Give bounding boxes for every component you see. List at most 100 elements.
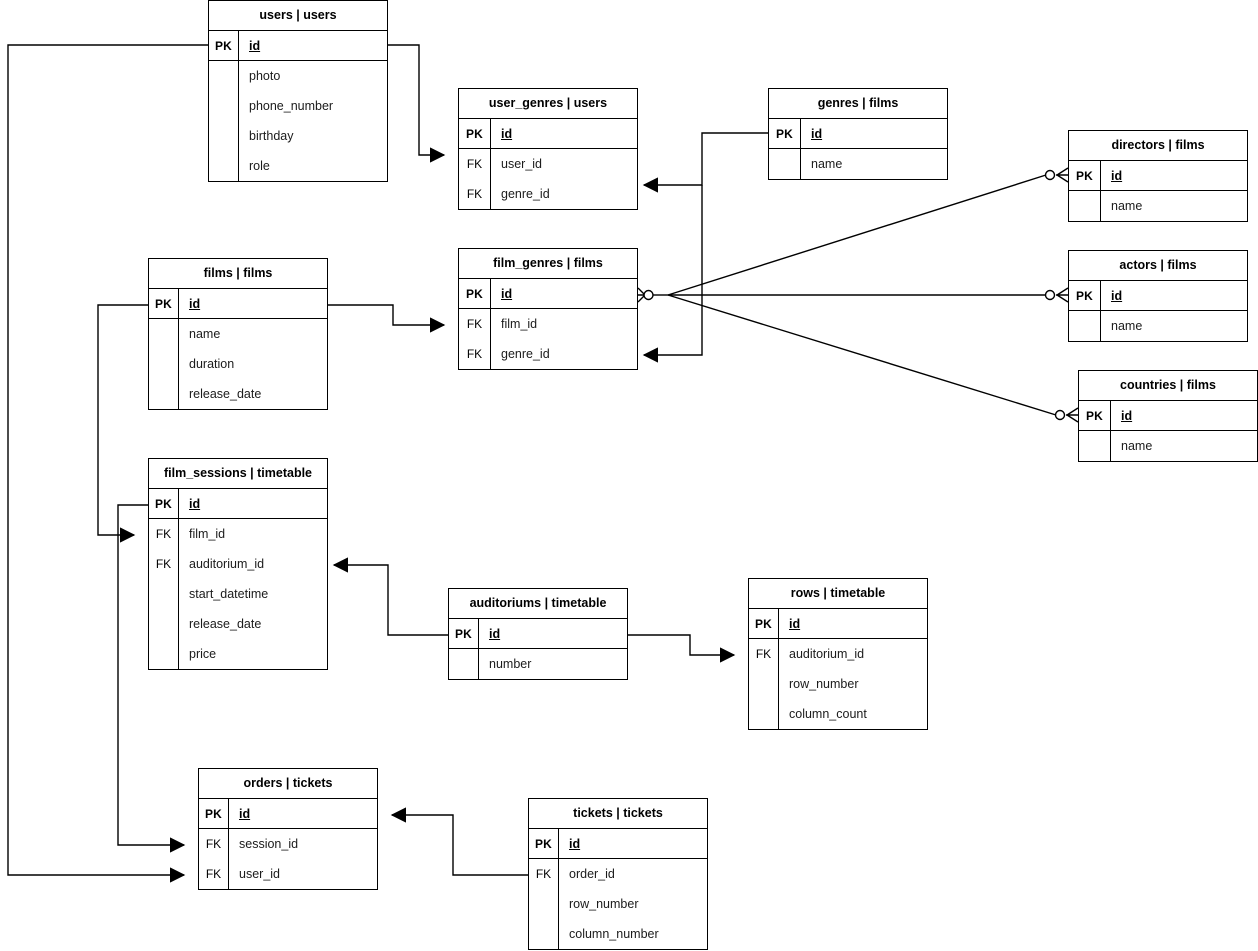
entity-row-users-birthday[interactable]: birthday — [209, 121, 387, 151]
key-badge-pk: PK — [149, 489, 179, 518]
entity-row-films-duration[interactable]: duration — [149, 349, 327, 379]
entity-row-genres-name[interactable]: name — [769, 149, 947, 179]
key-badge-none — [449, 649, 479, 679]
entity-title-films: films | films — [149, 259, 327, 289]
entity-title-tickets: tickets | tickets — [529, 799, 707, 829]
entity-row-rows-column_count[interactable]: column_count — [749, 699, 927, 729]
entity-row-auditoriums-number[interactable]: number — [449, 649, 627, 679]
edge-users-user_genres — [388, 44, 446, 163]
column-name-film_id: film_id — [189, 527, 226, 541]
key-badge-pk: PK — [149, 289, 179, 318]
column-name-id: id — [811, 126, 823, 141]
column-name-session_id: session_id — [239, 837, 299, 851]
entity-title-film_sessions: film_sessions | timetable — [149, 459, 327, 489]
column-name-genre_id: genre_id — [501, 347, 550, 361]
entity-row-film_sessions-price[interactable]: price — [149, 639, 327, 669]
key-badge-none — [209, 151, 239, 181]
key-badge-pk: PK — [749, 609, 779, 638]
entity-row-films-name[interactable]: name — [149, 319, 327, 349]
key-badge-none — [209, 121, 239, 151]
key-badge-none — [529, 889, 559, 919]
key-badge-none — [529, 919, 559, 949]
column-name-release_date: release_date — [189, 617, 262, 631]
key-badge-fk: FK — [199, 859, 229, 889]
entity-body-actors: name — [1069, 311, 1247, 341]
edge-tickets-orders — [390, 807, 528, 876]
entity-row-users-role[interactable]: role — [209, 151, 387, 181]
entity-row-tickets-column_number[interactable]: column_number — [529, 919, 707, 949]
key-badge-pk: PK — [459, 119, 491, 148]
column-name-price: price — [189, 647, 217, 661]
crowfoot-actors — [1055, 287, 1069, 303]
entity-row-film_sessions-release_date[interactable]: release_date — [149, 609, 327, 639]
entity-title-genres: genres | films — [769, 89, 947, 119]
key-badge-none — [149, 319, 179, 349]
entity-row-pk-film_sessions[interactable]: PK id — [149, 489, 327, 519]
crowfoot-countries — [1065, 407, 1079, 423]
column-name-id: id — [189, 496, 201, 511]
column-name-name: name — [1111, 319, 1143, 333]
key-badge-pk: PK — [1069, 161, 1101, 190]
entity-row-rows-row_number[interactable]: row_number — [749, 669, 927, 699]
edge-film_genres-countries — [667, 294, 1057, 416]
entity-row-tickets-row_number[interactable]: row_number — [529, 889, 707, 919]
column-name-row_number: row_number — [569, 897, 639, 911]
entity-row-actors-name[interactable]: name — [1069, 311, 1247, 341]
key-badge-none — [1069, 311, 1101, 341]
column-name-row_number: row_number — [789, 677, 859, 691]
key-badge-none — [749, 699, 779, 729]
entity-row-pk-user_genres[interactable]: PK id — [459, 119, 637, 149]
entity-row-film_sessions-start_datetime[interactable]: start_datetime — [149, 579, 327, 609]
entity-row-directors-name[interactable]: name — [1069, 191, 1247, 221]
entity-row-films-release_date[interactable]: release_date — [149, 379, 327, 409]
entity-body-auditoriums: number — [449, 649, 627, 679]
column-name-id: id — [501, 126, 513, 141]
column-name-film_id: film_id — [501, 317, 538, 331]
entity-row-users-phone_number[interactable]: phone_number — [209, 91, 387, 121]
entity-row-users-photo[interactable]: photo — [209, 61, 387, 91]
key-badge-none — [149, 579, 179, 609]
entity-row-countries-name[interactable]: name — [1079, 431, 1257, 461]
key-badge-fk: FK — [749, 639, 779, 669]
